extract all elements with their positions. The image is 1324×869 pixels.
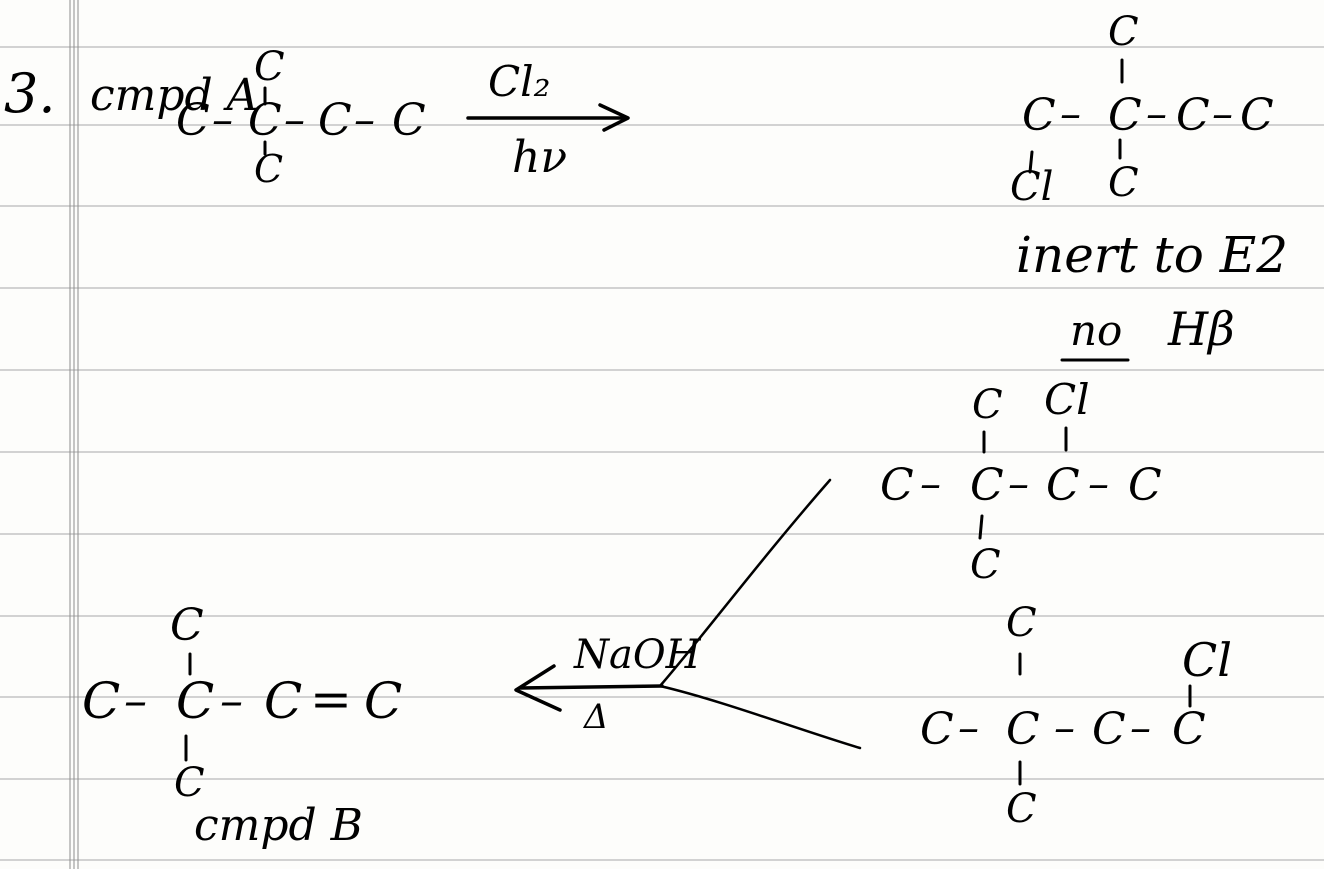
atom-carbon: C	[392, 95, 426, 146]
atom-carbon: C	[1046, 460, 1080, 511]
bond-single: –	[124, 673, 147, 727]
ruled-lines	[0, 46, 1324, 861]
bond-single: –	[220, 673, 243, 727]
bond-single: –	[212, 95, 233, 144]
atom-carbon: C	[972, 382, 1003, 428]
atom-chlorine: Cl	[1010, 164, 1053, 210]
atom-carbon: C	[264, 672, 302, 730]
arrow-head	[514, 664, 562, 712]
bond-single: –	[1146, 89, 1167, 138]
note-h-beta: Hβ	[1167, 302, 1235, 356]
bond-single: –	[284, 95, 305, 144]
bond-vertical	[978, 514, 984, 540]
bond-single: –	[1130, 703, 1151, 752]
atom-carbon: C	[254, 147, 283, 191]
atom-carbon: C	[970, 460, 1004, 511]
reagent-hv: hν	[512, 132, 567, 183]
compound-a-label: cmpd A	[90, 70, 258, 121]
secondary-chloride-structure: C Cl C – C – C – C C	[880, 375, 1162, 588]
converging-lines	[658, 478, 862, 750]
e2-note: inert to E2 no Hβ	[1016, 226, 1288, 362]
atom-carbon: C	[170, 600, 204, 651]
atom-chlorine: Cl	[1044, 375, 1090, 424]
atom-carbon: C	[1092, 704, 1126, 755]
atom-carbon: C	[1006, 600, 1037, 646]
note-no: no	[1070, 306, 1122, 355]
bond-single: –	[1060, 89, 1081, 138]
atom-carbon: C	[1006, 786, 1037, 832]
reagent-cl2: Cl₂	[488, 57, 550, 106]
note-inert-to-e2: inert to E2	[1016, 226, 1288, 284]
atom-carbon: C	[880, 460, 914, 511]
atom-carbon: C	[1128, 460, 1162, 511]
arrow-head	[598, 103, 630, 132]
bond-single: –	[1008, 459, 1029, 508]
compound-b-label: cmpd B	[194, 800, 363, 851]
chlorinated-product-structure: C C – C – C – C Cl C	[1010, 9, 1274, 210]
atom-carbon: C	[1108, 9, 1139, 55]
atom-carbon: C	[1022, 90, 1056, 141]
compound-b-structure: C C – C – C = C C	[82, 600, 402, 806]
bond-single: –	[1054, 703, 1075, 752]
arrow-shaft	[518, 684, 664, 690]
atom-carbon: C	[254, 44, 285, 90]
bond-single: –	[354, 95, 375, 144]
atom-carbon: C	[176, 95, 210, 146]
problem-number: 3.	[4, 62, 56, 125]
reaction-arrow-1: Cl₂ hν	[466, 57, 630, 183]
primary-chloride-structure: C Cl C – C – C – C C	[920, 600, 1232, 832]
atom-carbon: C	[1176, 90, 1210, 141]
atom-carbon: C	[364, 672, 402, 730]
bond-single: –	[958, 703, 979, 752]
reagent-delta: Δ	[582, 697, 609, 737]
atom-carbon: C	[1006, 704, 1040, 755]
reaction-arrow-2: NaOH Δ	[514, 632, 702, 737]
atom-chlorine: Cl	[1182, 633, 1232, 687]
atom-carbon: C	[82, 672, 120, 730]
atom-carbon: C	[174, 760, 205, 806]
bond-single: –	[1212, 89, 1233, 138]
atom-carbon: C	[318, 95, 352, 146]
reagent-naoh: NaOH	[573, 632, 702, 678]
bond-single: –	[1088, 459, 1109, 508]
atom-carbon: C	[1108, 90, 1142, 141]
atom-carbon: C	[1108, 160, 1139, 206]
atom-carbon: C	[1172, 704, 1206, 755]
bond-double: =	[310, 670, 352, 728]
atom-carbon: C	[970, 542, 1001, 588]
bond-single: –	[920, 459, 941, 508]
line-from-secondary-chloride	[658, 478, 832, 688]
compound-a-structure: C – C – C – C C C	[176, 44, 426, 191]
margin-lines	[69, 0, 79, 869]
atom-carbon: C	[920, 704, 954, 755]
bond-vertical	[1028, 150, 1034, 174]
line-from-primary-chloride	[658, 684, 862, 750]
atom-carbon: C	[176, 672, 214, 730]
atom-carbon: C	[1240, 90, 1274, 141]
